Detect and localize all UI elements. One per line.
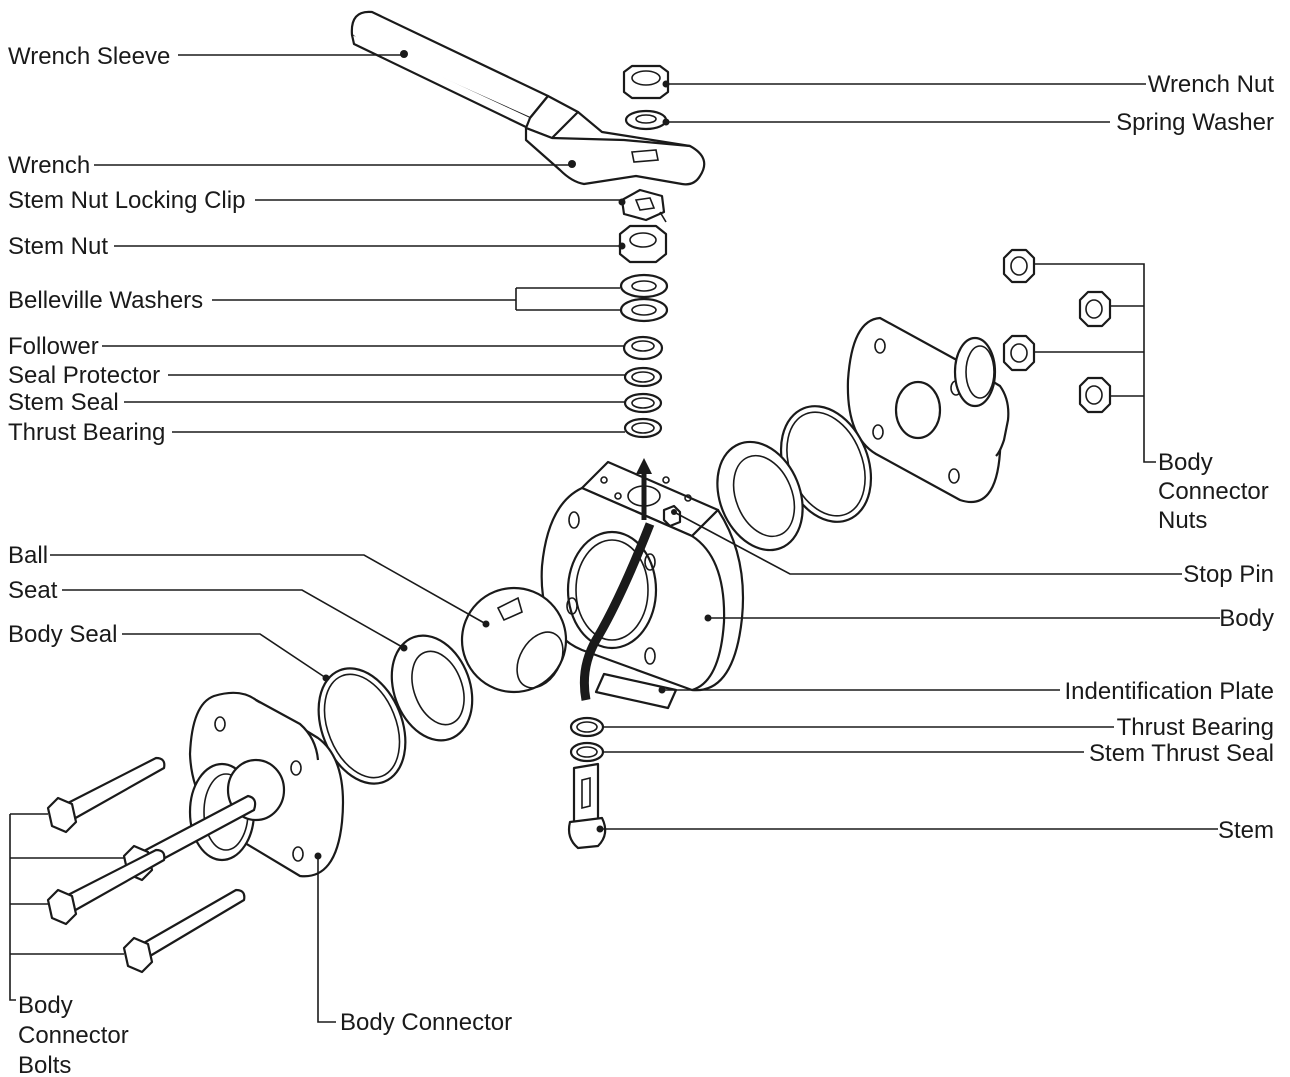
leader-lines (9, 54, 1220, 1023)
label-stop-pin: Stop Pin (1183, 561, 1274, 588)
label-seat: Seat (8, 577, 58, 604)
belleville-washers-part (619, 273, 669, 323)
label-stem-seal: Stem Seal (8, 389, 119, 416)
ball-part (460, 586, 568, 694)
labels: Wrench Sleeve Wrench Stem Nut Locking Cl… (8, 43, 1274, 1077)
label-stem: Stem (1218, 817, 1274, 844)
label-wrench-sleeve: Wrench Sleeve (8, 43, 170, 70)
left-seat-part (390, 634, 474, 742)
label-body-connector-bolts-2: Connector (18, 1022, 129, 1049)
label-belleville-washers: Belleville Washers (8, 287, 203, 314)
label-stem-nut: Stem Nut (8, 233, 108, 260)
label-thrust-bearing-top: Thrust Bearing (8, 419, 165, 446)
label-spring-washer: Spring Washer (1116, 109, 1274, 136)
thrust-bearing-top-part (623, 417, 663, 439)
label-follower: Follower (8, 333, 99, 360)
seal-protector-part (623, 366, 663, 388)
label-identification-plate: Indentification Plate (1065, 678, 1274, 705)
stem-part (567, 762, 607, 850)
label-wrench: Wrench (8, 152, 90, 179)
label-thrust-bearing-bottom: Thrust Bearing (1117, 714, 1274, 741)
label-body-connector-bolts-3: Bolts (18, 1052, 71, 1077)
left-body-seal-part (317, 667, 407, 785)
label-body-seal: Body Seal (8, 621, 117, 648)
label-body-connector-nuts-1: Body (1158, 449, 1213, 476)
stem-thrust-seal-part (569, 741, 605, 763)
stem-nut-locking-clip-part (618, 188, 667, 223)
right-seat-part (716, 440, 804, 552)
body-connector-nuts-part (1002, 248, 1112, 414)
stem-nut-part (618, 224, 668, 264)
label-stem-nut-locking-clip: Stem Nut Locking Clip (8, 187, 245, 214)
spring-washer-part (624, 109, 670, 131)
right-body-connector-part (846, 316, 1010, 504)
label-wrench-nut: Wrench Nut (1148, 71, 1275, 98)
label-stem-thrust-seal: Stem Thrust Seal (1089, 740, 1274, 767)
label-body-connector-bolts-1: Body (18, 992, 73, 1019)
label-body: Body (1219, 605, 1274, 632)
label-ball: Ball (8, 542, 48, 569)
label-seal-protector: Seal Protector (8, 362, 160, 389)
label-body-connector: Body Connector (340, 1009, 512, 1036)
wrench-sleeve-part (350, 10, 550, 130)
body-connector-bolts-part (46, 756, 257, 974)
stem-seal-part (623, 392, 663, 414)
wrench-nut-part (622, 64, 670, 100)
label-body-connector-nuts-2: Connector (1158, 478, 1269, 505)
follower-part (622, 335, 664, 361)
stem-insertion-arrow (579, 458, 655, 701)
thrust-bearing-bottom-part (569, 716, 605, 738)
label-body-connector-nuts-3: Nuts (1158, 507, 1207, 534)
wrench-part (400, 50, 706, 186)
